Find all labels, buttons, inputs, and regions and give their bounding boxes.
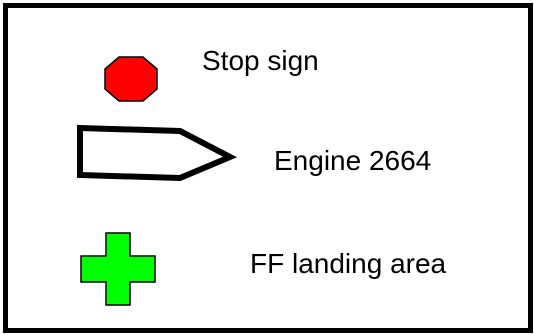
ff-landing-area-label: FF landing area [250,248,447,279]
engine-label: Engine 2664 [274,145,432,176]
green-cross-icon [80,232,156,306]
stop-sign-icon [104,56,158,102]
stop-sign-label: Stop sign [202,45,319,76]
engine-arrow-icon [77,124,238,182]
